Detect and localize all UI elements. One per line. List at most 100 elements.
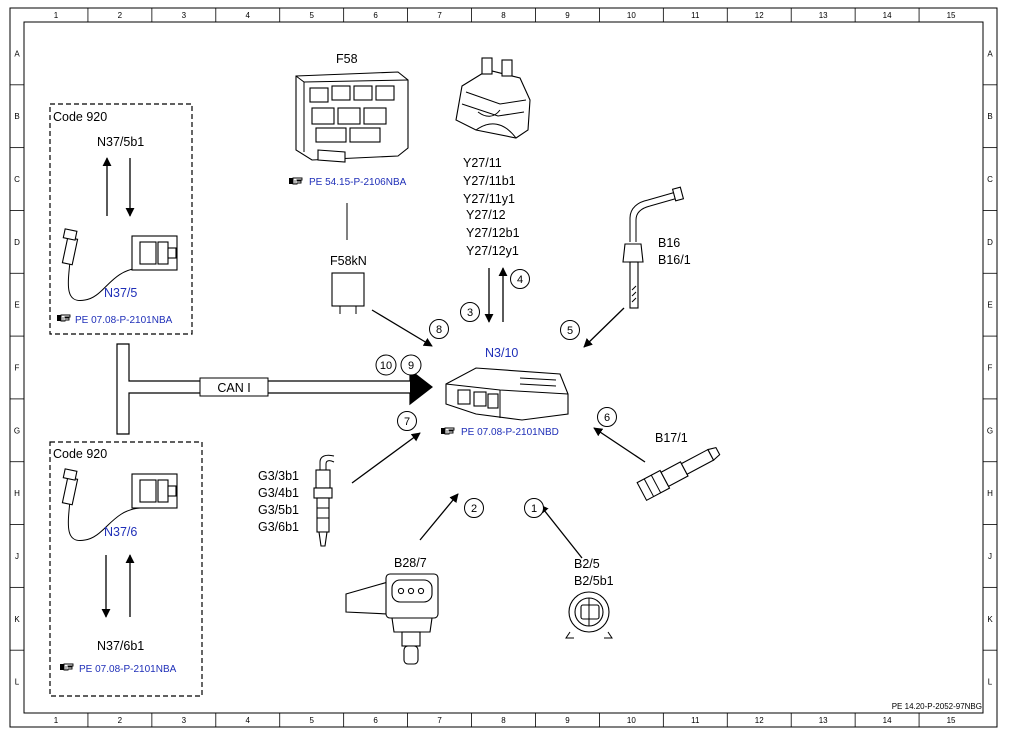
y27-labels: Y27/11 Y27/11b1 Y27/11y1 Y27/12 Y27/12b1…: [463, 156, 520, 258]
f58-relay-box-icon: F58 PE 54.15-P-2106NBA: [288, 52, 409, 240]
y27-12b1-label: Y27/12b1: [466, 226, 520, 240]
f58kn-label: F58kN: [330, 254, 367, 268]
grid-column-label: 1: [54, 11, 59, 20]
grid-column-label: 15: [947, 11, 956, 20]
grid-row-label: B: [14, 112, 19, 121]
grid-column-label: 1: [54, 716, 59, 725]
arrow-signal-6: [593, 427, 646, 463]
svg-text:7: 7: [404, 416, 410, 428]
n37-6b1-label: N37/6b1: [97, 639, 144, 653]
grid-column-label: 9: [565, 11, 570, 20]
temperature-sensor-b17-1-icon: [636, 446, 721, 502]
f58-reference: PE 54.15-P-2106NBA: [309, 177, 407, 188]
b16-label: B16: [658, 236, 680, 250]
grid-column-label: 14: [883, 11, 892, 20]
grid-column-label: 10: [627, 716, 636, 725]
grid-row-label: A: [987, 49, 993, 58]
grid-row-label: H: [987, 489, 993, 498]
temperature-sensor-b16-icon: [622, 186, 685, 309]
engine-control-unit-n3-10-icon: [445, 367, 569, 421]
grid-column-label: 12: [755, 11, 764, 20]
grid-row-label: C: [14, 175, 20, 184]
pointing-hand-icon: [59, 663, 74, 671]
grid-row-label: H: [14, 489, 20, 498]
pointing-hand-icon: [56, 314, 71, 322]
grid-row-label: F: [988, 364, 993, 373]
grid-column-label: 11: [691, 11, 700, 20]
oxygen-sensor-g3-icon: [313, 454, 335, 547]
grid-row-label: G: [14, 426, 20, 435]
g3-3b1-label: G3/3b1: [258, 469, 299, 483]
n3-10-reference: PE 07.08-P-2101NBD: [461, 427, 559, 438]
signal-markers: 8 3 4 5 10 9 7 6: [375, 269, 617, 518]
grid-column-label: 2: [118, 716, 123, 725]
g3-6b1-label: G3/6b1: [258, 520, 299, 534]
signal-marker-6: 6: [597, 407, 617, 427]
pointing-hand-icon: [440, 427, 455, 435]
b2-5-label: B2/5: [574, 557, 600, 571]
signal-marker-2: 2: [464, 498, 484, 518]
grid-column-label: 6: [373, 11, 378, 20]
grid-column-label: 8: [501, 11, 506, 20]
grid-row-label: J: [988, 552, 992, 561]
signal-marker-9: 9: [400, 354, 422, 376]
drawing-frame: 1122334455667788991010111112121313141415…: [9, 7, 998, 728]
arrow-signal-5: [583, 307, 625, 348]
pressure-sensor-b28-7-icon: [345, 573, 439, 665]
grid-row-label: F: [15, 364, 20, 373]
signal-marker-4: 4: [510, 269, 530, 289]
grid-column-label: 11: [691, 716, 700, 725]
svg-text:5: 5: [567, 325, 573, 337]
pointing-hand-icon: [288, 177, 303, 185]
grid-row-label: K: [987, 615, 993, 624]
grid-row-label: K: [14, 615, 20, 624]
grid-row-label: E: [987, 301, 992, 310]
y27-11-label: Y27/11: [463, 156, 502, 170]
b28-7-label: B28/7: [394, 556, 427, 570]
arrow-signal-2: [419, 493, 459, 541]
svg-text:6: 6: [604, 412, 610, 424]
signal-marker-10: 10: [375, 354, 397, 376]
can-bus: CAN I: [116, 343, 433, 435]
b2-5b1-label: B2/5b1: [574, 574, 614, 588]
grid-column-label: 2: [118, 11, 123, 20]
grid-column-label: 4: [246, 716, 251, 725]
code-920-bottom-label: Code 920: [53, 447, 107, 461]
grid-column-label: 12: [755, 716, 764, 725]
n37-5b1-label: N37/5b1: [97, 135, 144, 149]
grid-row-label: B: [987, 112, 992, 121]
b17-1-label: B17/1: [655, 431, 688, 445]
g3-4b1-label: G3/4b1: [258, 486, 299, 500]
signal-marker-5: 5: [560, 320, 580, 340]
grid-row-label: A: [14, 49, 20, 58]
grid-row-label: E: [14, 301, 19, 310]
grid-row-label: G: [987, 426, 993, 435]
code-920-bottom-box: Code 920 N37/6 N37/6b1 PE 07.08-P-2101NB…: [49, 441, 203, 697]
grid-column-label: 3: [182, 716, 187, 725]
svg-text:10: 10: [380, 360, 392, 372]
grid-column-label: 8: [501, 716, 506, 725]
grid-row-label: L: [988, 678, 993, 687]
grid-column-label: 3: [182, 11, 187, 20]
grid-column-label: 7: [437, 716, 442, 725]
f58-label: F58: [336, 52, 358, 66]
svg-text:9: 9: [408, 360, 414, 372]
grid-row-label: C: [987, 175, 993, 184]
grid-column-label: 9: [565, 716, 570, 725]
grid-column-label: 5: [309, 716, 314, 725]
signal-marker-1: 1: [524, 498, 544, 518]
airflow-sensor-b2-5-icon: [565, 591, 613, 639]
grid-column-label: 4: [246, 11, 251, 20]
y27-12y1-label: Y27/12y1: [466, 244, 519, 258]
document-reference-code: PE 14.20-P-2052-97NBG: [892, 702, 982, 711]
code-920-top-box: Code 920 N37/5b1 N37/5 PE 07.08-P-2101NB…: [49, 103, 193, 335]
n37-5-reference: PE 07.08-P-2101NBA: [75, 315, 173, 326]
signal-marker-3: 3: [460, 302, 480, 322]
svg-text:4: 4: [517, 274, 523, 286]
egr-valve-y27-icon: [455, 57, 531, 139]
grid-row-label: L: [15, 678, 20, 687]
signal-marker-7: 7: [397, 411, 417, 431]
n37-5-label: N37/5: [104, 286, 137, 300]
